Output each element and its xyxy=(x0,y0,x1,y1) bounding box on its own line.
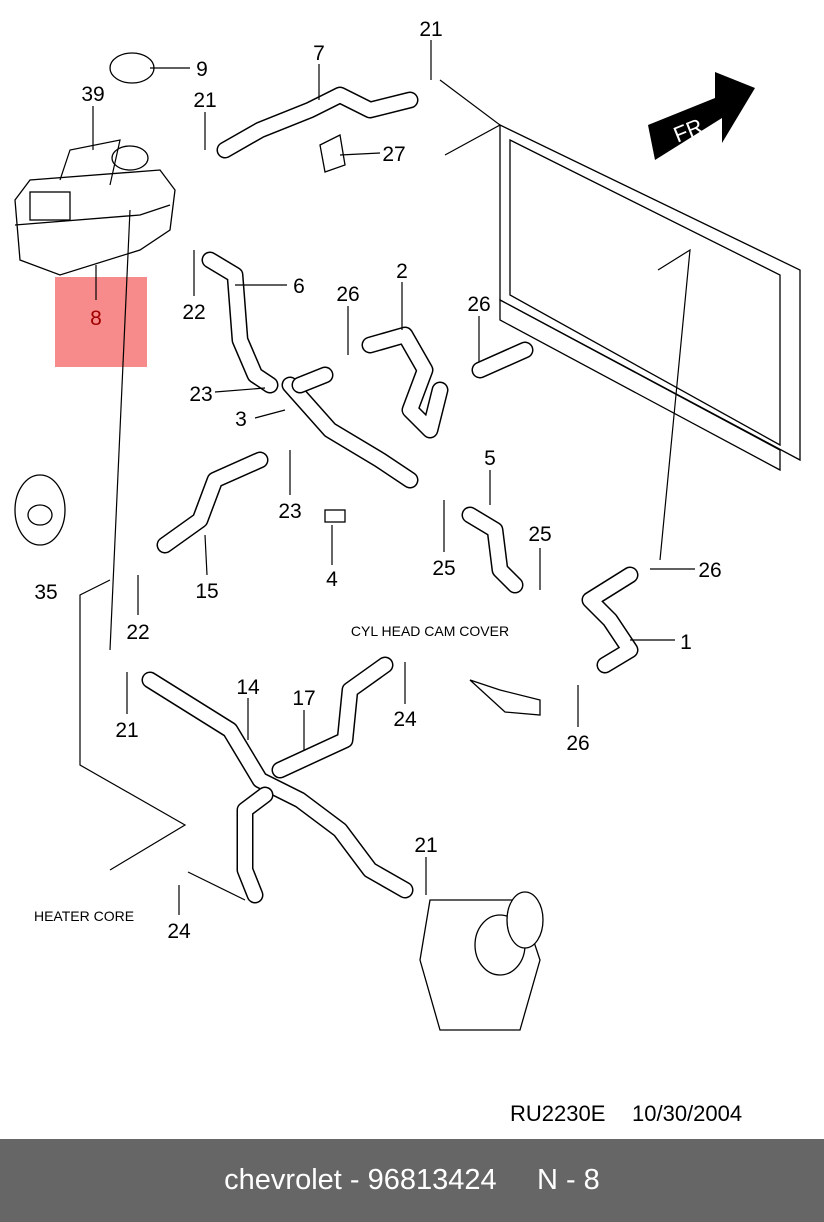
callout-24: 24 xyxy=(167,920,191,943)
callout-4: 4 xyxy=(326,568,338,591)
callout-39: 39 xyxy=(81,83,104,106)
callout-24: 24 xyxy=(393,708,417,731)
callout-8-highlighted: 8 xyxy=(90,307,102,330)
callout-2: 2 xyxy=(396,260,408,283)
callout-5: 5 xyxy=(484,447,496,470)
callout-23: 23 xyxy=(189,383,212,406)
callout-25: 25 xyxy=(528,523,551,546)
callout-labels: 21 7 9 39 21 27 2 6 26 26 22 8 23 3 5 23… xyxy=(34,18,721,943)
callout-21: 21 xyxy=(414,834,437,857)
footer-position: N - 8 xyxy=(536,1164,600,1196)
footer-bar: chevrolet - 96813424 N - 8 xyxy=(0,1139,824,1222)
callout-7: 7 xyxy=(313,42,325,65)
callout-26: 26 xyxy=(698,559,721,582)
radiator xyxy=(499,123,801,472)
callout-22: 22 xyxy=(126,621,149,644)
callout-26: 26 xyxy=(336,283,359,306)
callout-22: 22 xyxy=(182,301,205,324)
callout-3: 3 xyxy=(235,408,247,431)
callout-15: 15 xyxy=(195,580,218,603)
leader-lines xyxy=(79,40,695,915)
callout-21: 21 xyxy=(115,719,138,742)
reference-date: 10/30/2004 xyxy=(632,1101,742,1126)
callout-26: 26 xyxy=(566,732,589,755)
heater-core-note: HEATER CORE xyxy=(34,908,134,924)
callout-35: 35 xyxy=(34,581,57,604)
callout-9: 9 xyxy=(196,58,208,81)
highlight-box xyxy=(55,277,147,367)
callout-14: 14 xyxy=(236,676,260,699)
footer-brand: chevrolet xyxy=(224,1164,342,1196)
callout-6: 6 xyxy=(293,275,305,298)
parts-diagram: FR xyxy=(14,18,801,1126)
coolant-reservoir xyxy=(14,52,176,276)
reference-code: RU2230E xyxy=(510,1101,605,1126)
callout-26: 26 xyxy=(467,293,490,316)
misc-parts xyxy=(14,134,544,1031)
callout-23: 23 xyxy=(278,500,301,523)
callout-17: 17 xyxy=(292,687,315,710)
callout-21: 21 xyxy=(193,89,216,112)
hoses xyxy=(141,86,639,904)
footer-part-number: 96813424 xyxy=(367,1164,497,1196)
footer-separator: - xyxy=(349,1164,360,1196)
callout-27: 27 xyxy=(382,143,405,166)
callout-25: 25 xyxy=(432,557,455,580)
cam-cover-note: CYL HEAD CAM COVER xyxy=(351,623,509,639)
callout-1: 1 xyxy=(680,631,692,654)
callout-21: 21 xyxy=(419,18,442,41)
front-direction-arrow: FR xyxy=(648,72,755,160)
